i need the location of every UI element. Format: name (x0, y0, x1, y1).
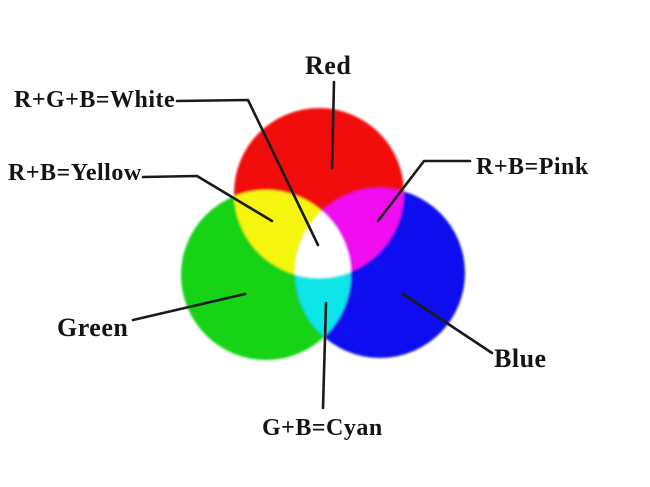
leader-line-blue (401, 292, 494, 355)
label-rb-pink: R+B=Pink (476, 154, 589, 180)
leader-line-white (175, 98, 320, 247)
leader-line-yellow (141, 174, 274, 223)
green-overlaps-group (295, 190, 351, 358)
venn-circles-group (181, 108, 465, 360)
triple-overlap-group (295, 190, 351, 278)
label-rb-yellow: R+B=Yellow (8, 160, 142, 186)
label-rgb-white: R+G+B=White (14, 87, 176, 113)
leader-line-cyan (321, 301, 328, 410)
label-red: Red (305, 51, 352, 80)
label-gb-cyan: G+B=Cyan (262, 415, 383, 441)
leader-line-pink (376, 159, 472, 223)
white-overlap-region (295, 190, 351, 278)
leader-lines-group (131, 80, 494, 410)
leader-line-red (330, 80, 336, 170)
leader-line-green (131, 292, 247, 322)
label-blue: Blue (494, 344, 547, 373)
label-green: Green (57, 313, 129, 342)
